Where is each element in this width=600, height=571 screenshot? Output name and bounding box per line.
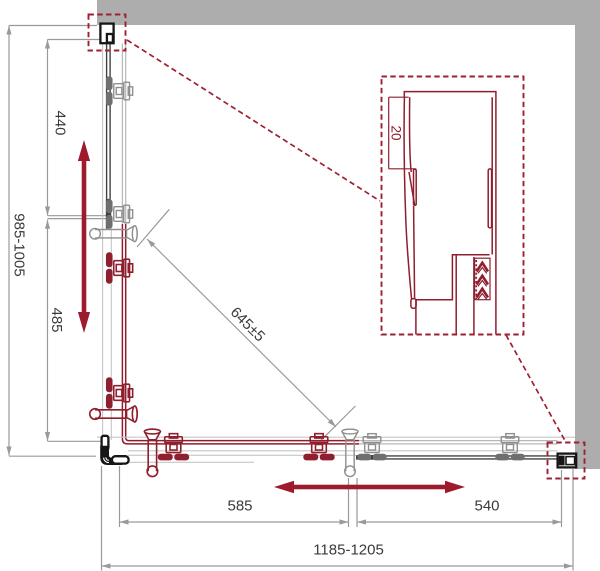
handle-left-fixed-junction [89, 224, 138, 243]
dim-bottom-right: 540 [474, 498, 499, 515]
dim-bottom-total: 1185-1205 [313, 542, 384, 559]
bottom-panel-assembly [97, 436, 575, 463]
dim-bottom-left: 585 [227, 498, 252, 515]
dim-left-upper: 440 [51, 110, 68, 135]
right-wall [575, 0, 600, 469]
arrow-left-head [274, 480, 294, 494]
handle-left-door [88, 405, 138, 423]
walls [97, 0, 600, 469]
callout-leader-bottom [505, 334, 567, 442]
callout-box-top-left [87, 13, 127, 52]
arrow-right-head [445, 480, 465, 494]
wall-profile-top-left [99, 22, 115, 45]
handle-bottom-door [143, 428, 162, 478]
wall-profile-bottom-right [556, 452, 578, 469]
top-wall [97, 0, 600, 25]
sliding-door-inner-line [124, 224, 359, 442]
arrow-down-head [77, 312, 91, 333]
dim-left-total: 985-1005 [10, 213, 27, 276]
corner-connector [100, 434, 130, 465]
detail-box [380, 75, 525, 336]
handle-bottom-fixed-junction [341, 428, 359, 478]
roller-carriages [105, 76, 525, 461]
roller-carriage-left-door-bottom [105, 376, 134, 410]
callout-boxes [87, 13, 586, 480]
dim-left-lower: 485 [48, 307, 65, 332]
sliding-door-outer-line [121, 224, 359, 445]
horizontal-arrow-shaft [292, 484, 447, 490]
callout-box-bottom-right [546, 441, 586, 480]
roller-carriage-left-door-top [105, 252, 134, 285]
seal-chevrons [475, 260, 490, 300]
movement-arrows [77, 140, 465, 494]
dim-detail-depth: 20 [388, 125, 403, 140]
vertical-arrow-shaft [81, 158, 87, 315]
detail-view: 20 [380, 75, 525, 336]
arrow-up-head [77, 140, 91, 161]
callout-leader-top [126, 39, 381, 202]
sliding-doors [121, 224, 359, 445]
profile-cross-section [403, 90, 497, 335]
